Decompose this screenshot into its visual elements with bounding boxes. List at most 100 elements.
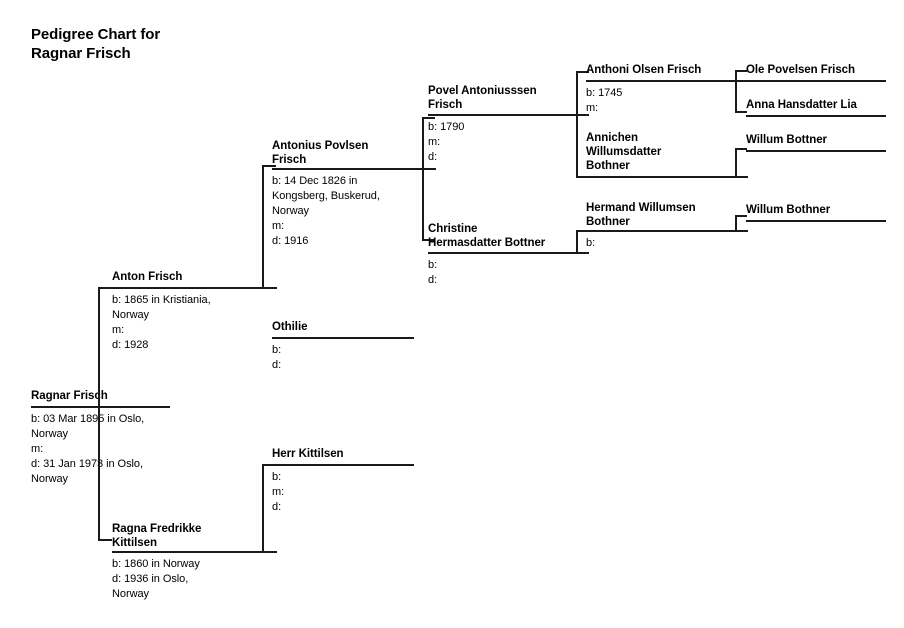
person-card-hermand-willumsen-bothner[interactable]: Hermand Willumsen Bothner — [586, 201, 741, 231]
name-underline-pg-father — [428, 114, 576, 116]
detail-death: d: 1928 — [112, 339, 149, 351]
person-name: Willum Bottner — [746, 134, 827, 146]
person-name: Anna Hansdatter Lia — [746, 99, 857, 111]
person-card-annichen-willumsdatter-bothner[interactable]: Annichen Willumsdatter Bothner — [586, 131, 736, 175]
connector-to-mother — [98, 539, 112, 541]
connector-pgf-bracket — [576, 71, 578, 178]
detail-birth-cont-2: Norway — [272, 205, 309, 217]
person-card-herr-kittilsen[interactable]: Herr Kittilsen — [272, 447, 422, 463]
person-name-line-2: Frisch — [428, 99, 463, 111]
detail-birth: b: 1790 — [428, 121, 465, 133]
person-card-povel-antoniusssen-frisch[interactable]: Povel Antoniusssen Frisch — [428, 84, 583, 114]
detail-death: d: 1916 — [272, 235, 309, 247]
person-card-anna-hansdatter-lia[interactable]: Anna Hansdatter Lia — [746, 98, 896, 114]
connector-pg-stem — [423, 168, 436, 170]
person-details-ragna-fredrikke-kittilsen: b: 1860 in Norway d: 1936 in Oslo, Norwa… — [112, 554, 272, 602]
person-details-anthoni-olsen-frisch: b: 1745 m: — [586, 83, 736, 116]
name-underline-ggm-father — [586, 230, 736, 232]
detail-birth: b: 03 Mar 1895 in Oslo, — [31, 413, 145, 425]
person-name-line-1: Antonius Povlsen — [272, 140, 369, 152]
person-name: Antonius Povlsen Frisch — [272, 139, 422, 169]
name-underline-mother — [112, 551, 263, 553]
name-underline-paternal-grandmother — [272, 337, 414, 339]
person-card-christine-hermasdatter-bottner[interactable]: Christine Hermasdatter Bottner — [428, 222, 588, 252]
connector-to-pg-mother — [422, 239, 435, 241]
detail-marriage: m: — [272, 220, 285, 232]
connector-root-stem — [98, 406, 110, 408]
detail-marriage: m: — [428, 136, 441, 148]
person-name: Annichen Willumsdatter Bothner — [586, 131, 736, 175]
person-details-anton-frisch: b: 1865 in Kristiania, Norway m: d: 1928 — [112, 290, 272, 353]
person-details-antonius-povlsen-frisch: b: 14 Dec 1826 in Kongsberg, Buskerud, N… — [272, 171, 432, 249]
connector-to-paternal-grandfather — [262, 165, 276, 167]
connector-ggff-bracket — [735, 70, 737, 113]
name-underline-ggggm-father — [746, 220, 886, 222]
person-card-othilie[interactable]: Othilie — [272, 320, 422, 336]
detail-marriage: m: — [586, 102, 599, 114]
page-title: Pedigree Chart for Ragnar Frisch — [31, 25, 331, 63]
person-details-othilie: b: d: — [272, 340, 422, 373]
person-card-ragna-fredrikke-kittilsen[interactable]: Ragna Fredrikke Kittilsen — [112, 522, 267, 552]
person-name: Povel Antoniusssen Frisch — [428, 84, 583, 114]
name-underline-gggf-mother — [746, 115, 886, 117]
name-underline-pg-mother — [428, 252, 576, 254]
connector-pgm-bracket — [576, 230, 578, 254]
person-card-willum-bothner[interactable]: Willum Bothner — [746, 203, 896, 219]
person-name: Othilie — [272, 321, 308, 333]
person-name: Christine Hermasdatter Bottner — [428, 222, 588, 252]
name-underline-paternal-grandfather — [272, 168, 423, 170]
connector-to-pg-father — [422, 117, 435, 119]
detail-birth: b: — [428, 259, 438, 271]
connector-root-bracket — [98, 287, 100, 541]
connector-pg-bracket — [422, 117, 424, 241]
name-underline-ggf-father — [586, 80, 736, 82]
connector-to-gggm-father — [735, 148, 747, 150]
connector-to-ggggm-father — [735, 215, 747, 217]
connector-to-ggf-father — [576, 71, 589, 73]
detail-birth: b: — [272, 344, 282, 356]
connector-to-ggf-mother — [576, 176, 589, 178]
person-details-hermand-willumsen-bothner: b: — [586, 233, 736, 251]
person-card-ragnar-frisch[interactable]: Ragnar Frisch — [31, 389, 181, 405]
person-name: Herr Kittilsen — [272, 448, 344, 460]
person-name: Ole Povelsen Frisch — [746, 64, 855, 76]
connector-to-gggf-father — [735, 70, 747, 72]
person-name-line-3: Bothner — [586, 160, 630, 172]
person-name-line-1: Annichen — [586, 132, 638, 144]
name-underline-gggm-father — [746, 150, 886, 152]
person-card-anton-frisch[interactable]: Anton Frisch — [112, 270, 262, 286]
detail-death: d: — [272, 359, 282, 371]
connector-pgf-stem — [576, 114, 589, 116]
person-name: Anton Frisch — [112, 271, 183, 283]
connector-father-bracket — [262, 165, 264, 289]
detail-marriage: m: — [31, 443, 44, 455]
person-name-line-1: Christine — [428, 223, 478, 235]
person-name-line-2: Hermasdatter Bottner — [428, 237, 546, 249]
connector-to-maternal-grandfather — [262, 464, 276, 466]
person-card-willum-bottner[interactable]: Willum Bottner — [746, 133, 896, 149]
detail-marriage: m: — [272, 486, 285, 498]
person-name-line-1: Ragna Fredrikke — [112, 523, 202, 535]
connector-mother-stem — [263, 551, 277, 553]
connector-ggmf-stem — [736, 230, 748, 232]
name-underline-gggf-father — [746, 80, 886, 82]
person-name-line-2: Kittilsen — [112, 537, 157, 549]
person-card-anthoni-olsen-frisch[interactable]: Anthoni Olsen Frisch — [586, 63, 736, 79]
person-details-herr-kittilsen: b: m: d: — [272, 467, 422, 515]
name-underline-maternal-grandfather — [272, 464, 414, 466]
person-details-povel-antoniusssen-frisch: b: 1790 m: d: — [428, 117, 578, 165]
person-card-antonius-povlsen-frisch[interactable]: Antonius Povlsen Frisch — [272, 139, 422, 169]
detail-birth: b: 1865 in Kristiania, — [112, 294, 211, 306]
connector-ggff-stem — [736, 80, 748, 82]
person-details-christine-hermasdatter-bottner: b: d: — [428, 255, 578, 288]
connector-to-ggm-father — [576, 230, 589, 232]
detail-death-cont: Norway — [112, 588, 149, 600]
detail-death: d: — [272, 501, 282, 513]
person-name: Anthoni Olsen Frisch — [586, 64, 702, 76]
page-title-line-2: Ragnar Frisch — [31, 45, 131, 62]
connector-father-stem — [263, 287, 277, 289]
person-card-ole-povelsen-frisch[interactable]: Ole Povelsen Frisch — [746, 63, 896, 79]
person-name-line-1: Povel Antoniusssen — [428, 85, 537, 97]
person-name: Willum Bothner — [746, 204, 831, 216]
